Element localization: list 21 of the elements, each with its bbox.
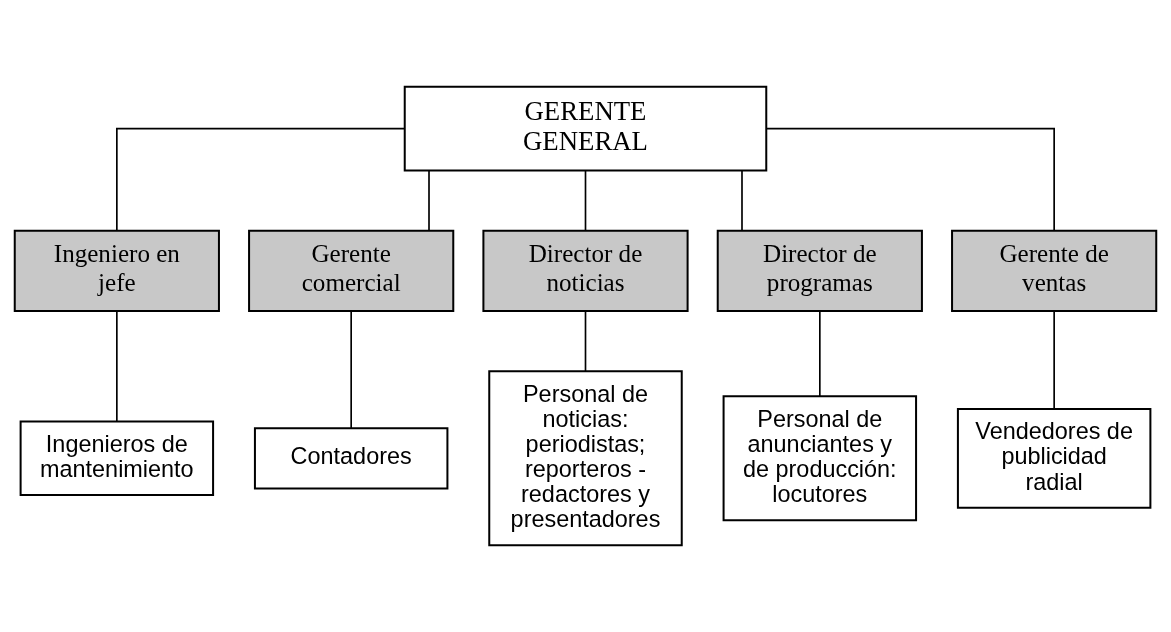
node-box: Gerente de ventas	[951, 229, 1158, 312]
connector	[350, 310, 352, 429]
node-box: GERENTE GENERAL	[403, 85, 768, 172]
node-box: Director de programas	[716, 229, 923, 312]
connector	[584, 310, 587, 372]
connector	[765, 127, 1055, 232]
connector	[584, 169, 587, 231]
node-box: Gerente comercial	[248, 229, 455, 312]
connector	[1053, 310, 1055, 410]
node-box: Personal de anunciantes y de producción: locutores	[722, 395, 918, 522]
node-box: Ingenieros de mantenimiento	[19, 420, 215, 497]
connector	[116, 310, 118, 423]
node-box: Ingeniero en jefe	[13, 229, 220, 312]
connector	[741, 169, 743, 231]
connector	[116, 127, 406, 232]
connector	[428, 169, 430, 231]
node-box: Director de noticias	[482, 229, 689, 312]
connector	[819, 310, 821, 397]
node-box: Vendedores de publicidad radial	[956, 407, 1152, 509]
node-box: Personal de noticias: periodistas; reporteros - redactores y presentadores	[488, 370, 683, 547]
node-box: Contadores	[253, 427, 449, 490]
